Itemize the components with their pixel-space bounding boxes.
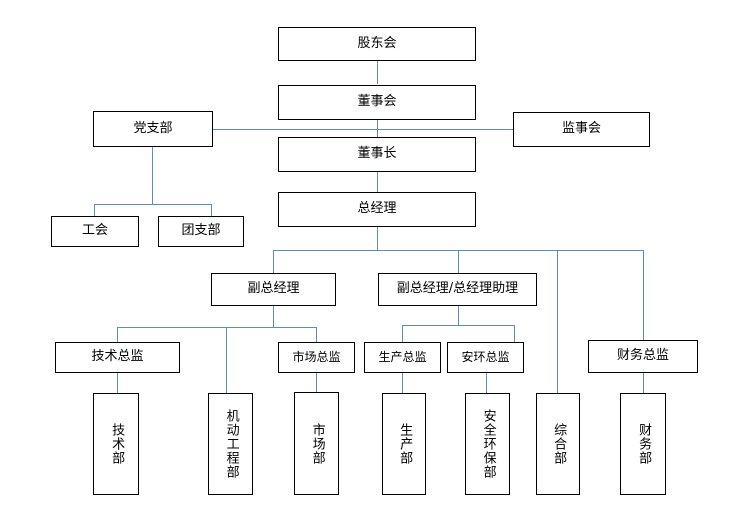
connector-gm-to-finance-director xyxy=(643,250,644,340)
connector-gm-stem xyxy=(377,226,378,250)
node-deputy-gm-assistant[interactable]: 副总经理/总经理助理 xyxy=(378,273,537,306)
node-label: 技术部 xyxy=(109,423,125,465)
connector-gm-to-dgm-assistant xyxy=(458,250,459,273)
node-label: 股东会 xyxy=(357,35,397,51)
connector-board-to-chairman xyxy=(377,119,378,137)
connector-gm-to-general-affairs xyxy=(557,250,558,393)
node-general-manager[interactable]: 总经理 xyxy=(278,192,476,227)
node-label: 机动工程部 xyxy=(223,409,239,479)
connector-market-director-to-dept xyxy=(316,373,317,393)
connector-dgm-to-machinery-dept xyxy=(226,327,227,393)
node-label: 副总经理/总经理助理 xyxy=(396,281,519,297)
connector-dgma-stem xyxy=(458,306,459,325)
node-label: 董事会 xyxy=(357,94,397,110)
connector-dgm-bus xyxy=(117,327,317,328)
node-label: 安环总监 xyxy=(461,349,510,364)
connector-dgm-to-technical-director xyxy=(117,327,118,342)
node-label: 生产总监 xyxy=(378,349,427,364)
connector-shareholders-to-board xyxy=(377,60,378,84)
node-supervisory-board[interactable]: 监事会 xyxy=(513,112,650,147)
node-market-dept[interactable]: 市场部 xyxy=(294,392,339,495)
node-label: 工会 xyxy=(81,223,108,239)
node-label: 监事会 xyxy=(561,121,601,137)
connector-gm-to-dgm xyxy=(273,250,274,273)
node-party-branch[interactable]: 党支部 xyxy=(93,111,213,147)
node-finance-director[interactable]: 财务总监 xyxy=(588,340,698,373)
node-market-director[interactable]: 市场总监 xyxy=(278,342,355,373)
connector-dgm-stem xyxy=(273,306,274,327)
connector-party-stem xyxy=(152,147,153,204)
node-label: 综合部 xyxy=(551,423,567,465)
connector-dgma-to-production-director xyxy=(402,325,403,342)
node-label: 董事长 xyxy=(357,146,397,162)
connector-safety-director-to-dept xyxy=(486,373,487,393)
node-label: 财务部 xyxy=(636,423,652,465)
connector-chairman-to-gm xyxy=(377,171,378,192)
connector-party-bus xyxy=(94,204,211,205)
node-machinery-eng-dept[interactable]: 机动工程部 xyxy=(208,393,253,495)
node-label: 总经理 xyxy=(357,201,397,217)
node-technical-dept[interactable]: 技术部 xyxy=(93,393,139,495)
connector-party-to-supervisory xyxy=(212,129,514,130)
connector-party-to-union xyxy=(94,204,95,217)
node-label: 财务总监 xyxy=(616,348,669,364)
connector-technical-director-to-dept xyxy=(117,373,118,393)
connector-production-director-to-dept xyxy=(402,373,403,393)
node-deputy-general-manager[interactable]: 副总经理 xyxy=(211,273,336,306)
connector-party-to-league xyxy=(211,204,212,217)
node-shareholders-meeting[interactable]: 股东会 xyxy=(278,27,476,61)
node-youth-league-branch[interactable]: 团支部 xyxy=(158,216,244,247)
node-label: 副总经理 xyxy=(247,281,300,297)
connector-dgma-bus xyxy=(402,325,515,326)
node-label: 市场部 xyxy=(309,422,325,465)
node-label: 安全环保部 xyxy=(480,409,496,479)
node-label: 团支部 xyxy=(181,223,221,239)
node-labor-union[interactable]: 工会 xyxy=(51,216,139,247)
node-label: 党支部 xyxy=(133,120,173,136)
node-production-director[interactable]: 生产总监 xyxy=(364,342,441,373)
node-label: 技术总监 xyxy=(91,349,144,365)
node-general-affairs-dept[interactable]: 综合部 xyxy=(536,393,580,495)
node-finance-dept[interactable]: 财务部 xyxy=(620,393,666,495)
node-label: 市场总监 xyxy=(292,349,341,364)
node-chairman[interactable]: 董事长 xyxy=(278,137,476,172)
node-technical-director[interactable]: 技术总监 xyxy=(55,342,180,373)
node-board-of-directors[interactable]: 董事会 xyxy=(278,85,476,120)
node-safety-env-director[interactable]: 安环总监 xyxy=(447,342,524,373)
connector-dgm-to-market-director xyxy=(316,327,317,342)
connector-finance-director-to-dept xyxy=(643,373,644,393)
node-production-dept[interactable]: 生产部 xyxy=(382,393,426,495)
node-safety-env-dept[interactable]: 安全环保部 xyxy=(465,393,510,495)
connector-dgma-to-safety-director xyxy=(514,325,515,342)
node-label: 生产部 xyxy=(397,423,413,465)
